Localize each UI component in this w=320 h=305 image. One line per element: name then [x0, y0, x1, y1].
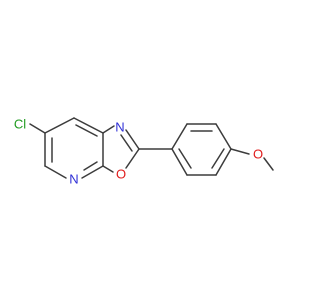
bond-inner-1	[75, 124, 98, 137]
oxazole-nitrogen-label: N	[115, 120, 124, 135]
bond-c6-c7	[44, 117, 75, 134]
bond-set	[29, 117, 274, 179]
structure-diagram: Cl N O N O	[14, 117, 274, 187]
oxazole-oxygen-label: O	[116, 167, 126, 182]
bond-c7-c7a	[73, 117, 104, 134]
pyridine-nitrogen-label: N	[69, 172, 78, 187]
bond-c6-cl	[29, 123, 46, 134]
bond-c7a-n3	[102, 125, 115, 134]
bond-phenyl-1	[171, 123, 188, 150]
bond-n4-c5	[44, 165, 67, 179]
bond-inner-3	[83, 161, 98, 171]
bond-c2-o1	[125, 148, 140, 169]
bond-phenyl-6	[171, 148, 188, 176]
bond-c3a-n4	[81, 165, 104, 179]
bond-o-methyl	[263, 157, 274, 171]
molecule-canvas: Cl N O N O	[14, 117, 274, 187]
bond-phenyl-inner-3	[178, 148, 192, 169]
bond-n3-c2	[125, 129, 140, 150]
bond-o1-c3a	[102, 165, 114, 173]
bond-phenyl-4	[215, 148, 232, 176]
bond-phenyl-inner-2	[211, 148, 225, 169]
bond-phenyl-3	[215, 123, 232, 150]
chlorine-label: Cl	[14, 117, 26, 132]
methoxy-oxygen-label: O	[253, 147, 263, 162]
bond-phenyl-o	[230, 148, 250, 155]
atom-labels: Cl N O N O	[14, 117, 263, 187]
bond-n3-c2-double	[120, 134, 133, 152]
